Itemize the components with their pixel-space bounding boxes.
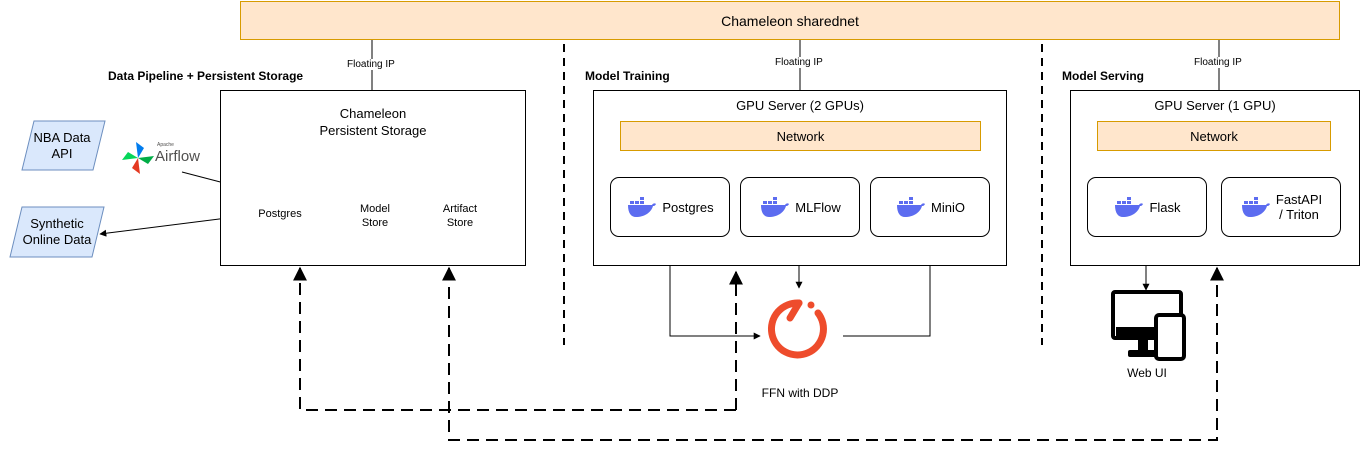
fastapi-line2: / Triton <box>1279 207 1319 222</box>
floating-ip-label-storage: Floating IP <box>346 59 396 70</box>
training-to-postgres-dashed <box>293 266 736 411</box>
docker-icon <box>1115 197 1144 217</box>
storage-title-line2: Persistent Storage <box>319 123 427 138</box>
nba-data-api-line2: API <box>51 145 73 161</box>
docker-icon <box>761 197 790 217</box>
web-ui-icon <box>1111 290 1186 361</box>
section-title-serving: Model Serving <box>1062 69 1145 83</box>
model-store-label: Model Store <box>345 202 405 230</box>
airflow-icon <box>122 142 154 174</box>
docker-icon <box>628 197 657 217</box>
serving-server-title: GPU Server (1 GPU) <box>1154 98 1276 113</box>
postgres-store-line1: Postgres <box>258 208 302 220</box>
sharednet-label: Chameleon sharednet <box>721 12 859 29</box>
nba-data-api-shape <box>21 120 106 171</box>
artifact-store-line2: Store <box>446 217 474 229</box>
training-network-bar: Network <box>620 121 981 151</box>
web-ui-label: Web UI <box>1127 366 1167 380</box>
training-postgres-label: Postgres <box>662 199 714 215</box>
docker-icon <box>1241 197 1270 217</box>
training-network-label: Network <box>776 128 825 144</box>
mlflow-label: MLFlow <box>795 199 841 215</box>
training-postgres-service: Postgres <box>610 177 730 237</box>
artifact-store-label: Artifact Store <box>430 202 490 230</box>
postgres-store-label: Postgres <box>250 207 310 221</box>
serving-network-label: Network <box>1190 128 1238 144</box>
minio-service: MiniO <box>870 177 990 237</box>
pytorch-icon <box>767 299 827 359</box>
floating-ip-label-training: Floating IP <box>774 57 824 68</box>
fastapi-triton-service: FastAPI / Triton <box>1221 177 1341 237</box>
flask-service: Flask <box>1087 177 1207 237</box>
airflow-label: Airflow <box>155 148 201 165</box>
flask-label: Flask <box>1149 199 1181 215</box>
nba-data-api: NBA Data API <box>26 121 98 170</box>
synthetic-online-data: Synthetic Online Data <box>14 207 100 257</box>
artifact-store-line1: Artifact <box>442 203 478 215</box>
serving-network-bar: Network <box>1097 121 1331 151</box>
artifact-to-serving-dashed <box>442 266 1224 441</box>
floating-ip-label-serving: Floating IP <box>1193 57 1243 68</box>
mlflow-service: MLFlow <box>740 177 860 237</box>
minio-label: MiniO <box>931 199 965 215</box>
section-title-storage: Data Pipeline + Persistent Storage <box>108 69 304 83</box>
fastapi-triton-label: FastAPI / Triton <box>1276 192 1322 222</box>
model-store-line2: Store <box>361 217 389 229</box>
airflow-tiny-label: Apache <box>157 142 174 148</box>
synthetic-line1: Synthetic <box>30 216 84 231</box>
sharednet-bar: Chameleon sharednet <box>240 1 1340 40</box>
fastapi-line1: FastAPI <box>1275 192 1323 207</box>
training-server-title: GPU Server (2 GPUs) <box>736 98 864 113</box>
nba-data-api-line1: NBA Data <box>33 129 91 145</box>
docker-icon <box>897 197 926 217</box>
pytorch-label: FFN with DDP <box>761 386 839 400</box>
persistent-storage-box: Chameleon Persistent Storage <box>220 90 526 266</box>
synthetic-line2: Online Data <box>22 232 92 247</box>
storage-title-line1: Chameleon <box>339 106 407 121</box>
section-title-training: Model Training <box>585 69 670 83</box>
synthetic-data-shape <box>9 206 105 258</box>
model-store-line1: Model <box>360 203 390 215</box>
